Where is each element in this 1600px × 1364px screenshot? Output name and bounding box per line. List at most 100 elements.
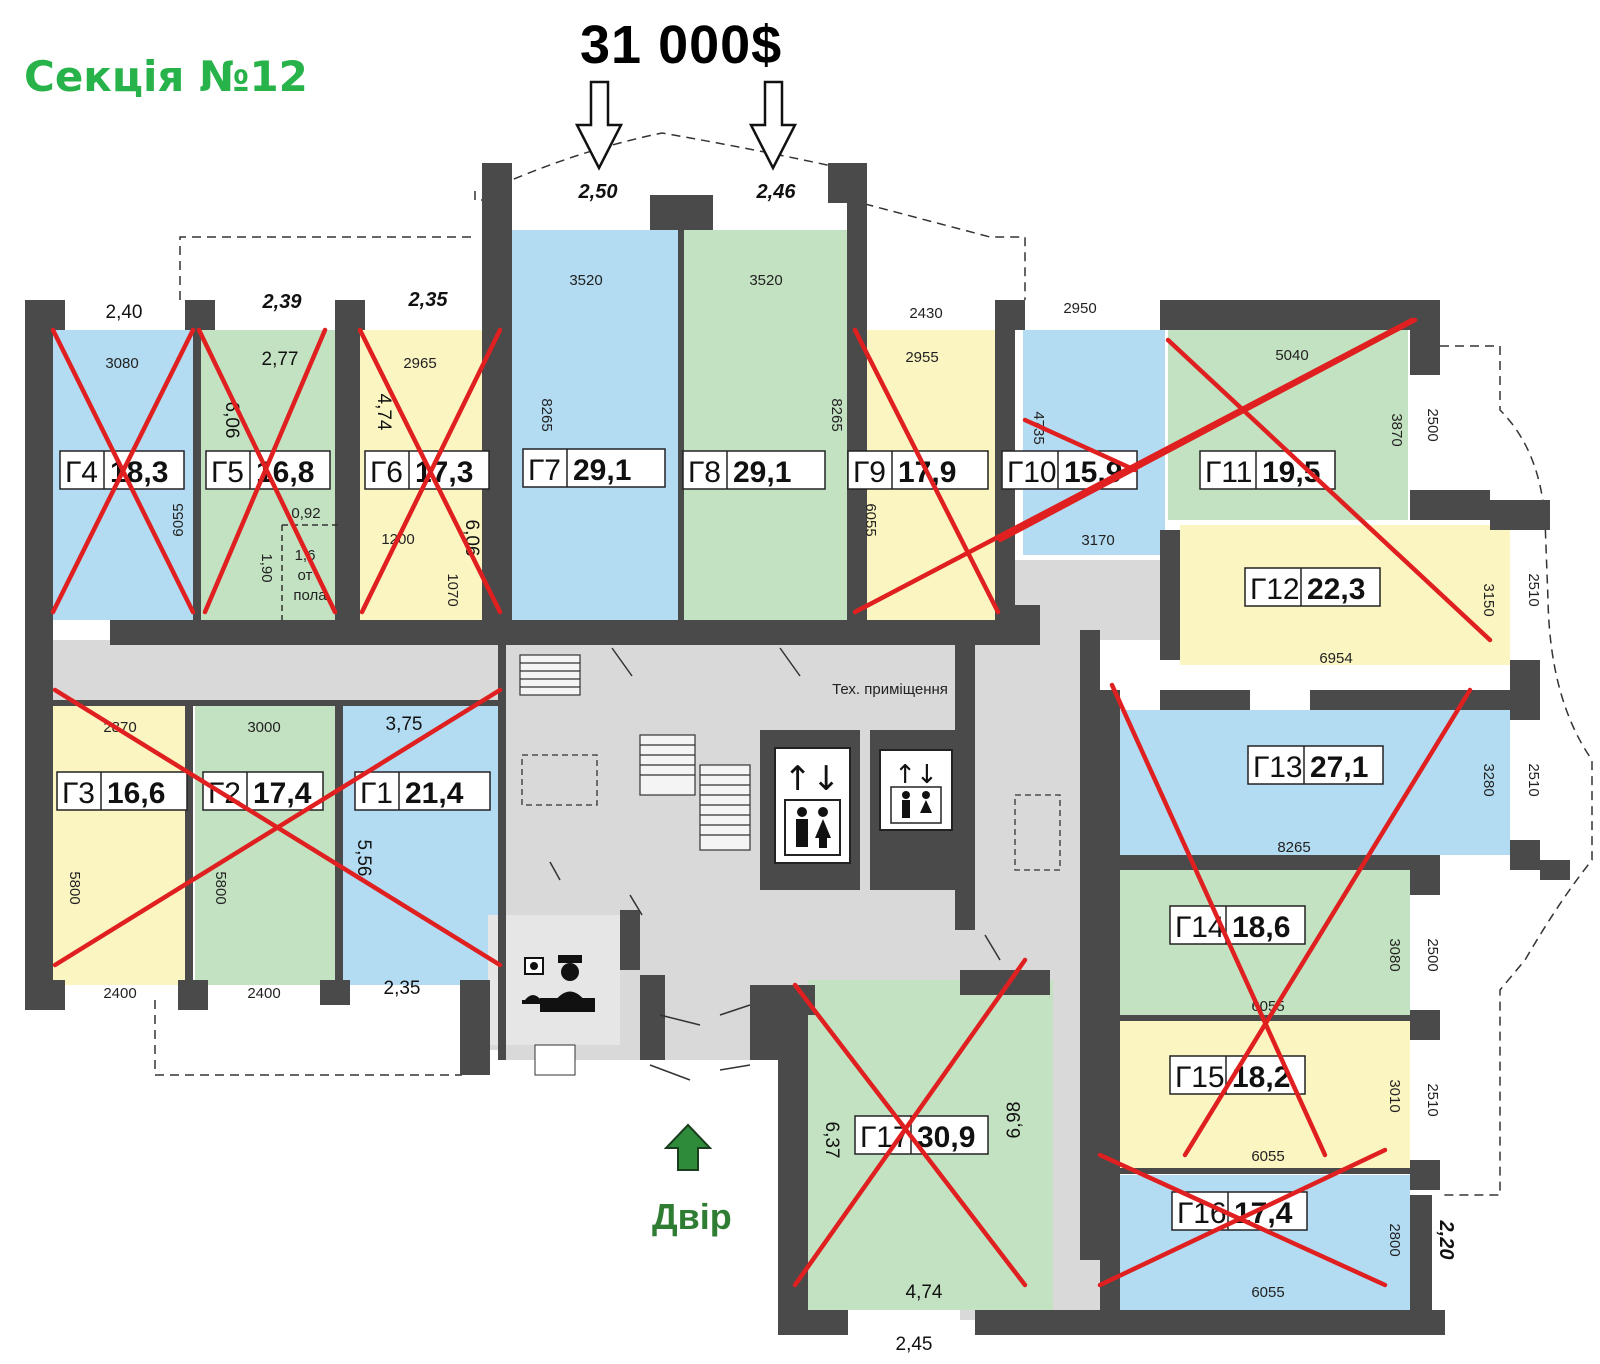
dim-window-g7: 2,50 — [578, 181, 618, 203]
dim-win-g11: 2500 — [1424, 408, 1441, 441]
unit-id: Г1 — [360, 777, 393, 810]
sold-cross-line-g13-0 — [1109, 682, 1328, 1158]
unit-label-box — [1247, 745, 1384, 785]
sold-cross-line-g4-1 — [50, 327, 196, 615]
sold-cross-line-g16-0 — [1097, 1152, 1388, 1288]
closet-note-3: пола — [293, 587, 327, 604]
dim-window-g5: 2,39 — [262, 291, 303, 313]
unit-label-box — [522, 448, 666, 488]
dim-w-g4: 3080 — [105, 355, 138, 372]
dim-d-g17a: 6,37 — [821, 1122, 842, 1159]
room-g3 — [53, 705, 189, 985]
dim-w-g5: 2,77 — [262, 349, 299, 370]
dim-d-g9: 6055 — [862, 503, 879, 536]
sold-cross-line-g13-1 — [1182, 687, 1473, 1158]
dim-window-g4: 2,40 — [106, 302, 143, 323]
unit-id: Г9 — [853, 456, 886, 489]
unit-label-box — [202, 771, 324, 811]
sold-crosses — [50, 317, 1493, 1288]
dim-w-g10b: 3170 — [1081, 532, 1114, 549]
dim-w-g8: 3520 — [749, 272, 782, 289]
unit-id: Г5 — [211, 456, 244, 489]
room-g2 — [195, 705, 337, 985]
unit-label-box — [56, 771, 188, 811]
dim-win-g17: 2,45 — [896, 1334, 933, 1355]
unit-area: 21,4 — [405, 777, 464, 810]
unit-id: Г4 — [65, 456, 98, 489]
dim-w-g1: 3,75 — [386, 714, 423, 735]
room-g7 — [510, 230, 680, 620]
unit-area: 16,6 — [107, 777, 165, 810]
sold-cross-line-g17-1 — [792, 957, 1028, 1288]
dim-w-g9: 2955 — [905, 349, 938, 366]
sold-cross-line-g11-1 — [997, 317, 1418, 543]
shafts — [521, 754, 1061, 871]
unit-area: 30,9 — [917, 1121, 975, 1154]
dim-d-g11: 3870 — [1388, 413, 1405, 446]
unit-label-g8: Г8 29,1 — [682, 450, 826, 490]
dim-d-g5: 6,06 — [221, 402, 242, 439]
dim-w-g13: 8265 — [1277, 839, 1310, 856]
sold-cross-line-g6-1 — [359, 327, 503, 615]
dim-d-g6a: 4,74 — [373, 394, 394, 431]
dim-window-g6: 2,35 — [408, 289, 449, 311]
unit-id: Г7 — [528, 454, 561, 487]
dim-window-g8: 2,46 — [756, 181, 797, 203]
dim-win-g13: 2510 — [1525, 763, 1542, 796]
room-g8 — [682, 230, 847, 620]
dim-win-g16: 2,20 — [1435, 1220, 1457, 1260]
unit-id: Г6 — [370, 456, 403, 489]
sold-cross-line-g10-0 — [1022, 417, 1138, 473]
unit-label-box — [354, 771, 491, 811]
dim-d-g17b: 6,98 — [1004, 1102, 1025, 1139]
dim-g6-b: 1070 — [444, 573, 461, 606]
unit-area: 29,1 — [573, 454, 631, 487]
unit-id: Г8 — [688, 456, 721, 489]
dim-win-g15: 2510 — [1424, 1083, 1441, 1116]
dim-d-g15: 3010 — [1386, 1079, 1403, 1112]
unit-area: 18,6 — [1232, 911, 1290, 944]
elevator-icon: ↑↓ — [774, 747, 851, 864]
dim-win-g14: 2500 — [1424, 938, 1441, 971]
sold-cross-line-g3-0 — [52, 687, 503, 968]
section-title: Секція №12 — [24, 52, 308, 101]
dim-win-g12: 2510 — [1525, 573, 1542, 606]
dim-window-g10: 2950 — [1063, 300, 1096, 317]
sold-cross-line-g16-1 — [1097, 1147, 1388, 1288]
room-g15 — [1120, 1020, 1410, 1170]
unit-id: Г13 — [1253, 751, 1303, 784]
dim-w-g11: 5040 — [1275, 347, 1308, 364]
dim-win-g2: 2400 — [247, 985, 280, 1002]
dim-d-g13: 3280 — [1480, 763, 1497, 796]
svg-text:↑↓: ↑↓ — [784, 759, 841, 799]
unit-label-box — [1199, 450, 1336, 490]
stairs — [519, 654, 751, 851]
sold-cross-line-g17-0 — [792, 982, 1028, 1288]
dim-d-g14: 3080 — [1386, 938, 1403, 971]
dim-win-g3: 2400 — [103, 985, 136, 1002]
dim-w-g12: 6954 — [1319, 650, 1352, 667]
unit-label-box — [682, 450, 826, 490]
dim-w-g6: 2965 — [403, 355, 436, 372]
unit-area: 22,3 — [1307, 573, 1365, 606]
unit-label-g1: Г1 21,4 — [354, 771, 491, 811]
unit-area: 17,4 — [1234, 1197, 1293, 1230]
dim-window-g9: 2430 — [909, 305, 942, 322]
unit-area: 29,1 — [733, 456, 791, 489]
walls — [25, 163, 1570, 1335]
unit-id: Г11 — [1205, 456, 1252, 489]
dim-d-g4: 6055 — [170, 503, 187, 536]
unit-label-box — [1244, 567, 1381, 607]
room-g1 — [343, 705, 503, 985]
svg-text:↑↓: ↑↓ — [894, 760, 938, 790]
dim-d-g2: 5800 — [212, 871, 229, 904]
yard-label: Двір — [652, 1196, 732, 1237]
sold-cross-line-g5-1 — [202, 327, 328, 615]
unit-area: 17,4 — [253, 777, 312, 810]
